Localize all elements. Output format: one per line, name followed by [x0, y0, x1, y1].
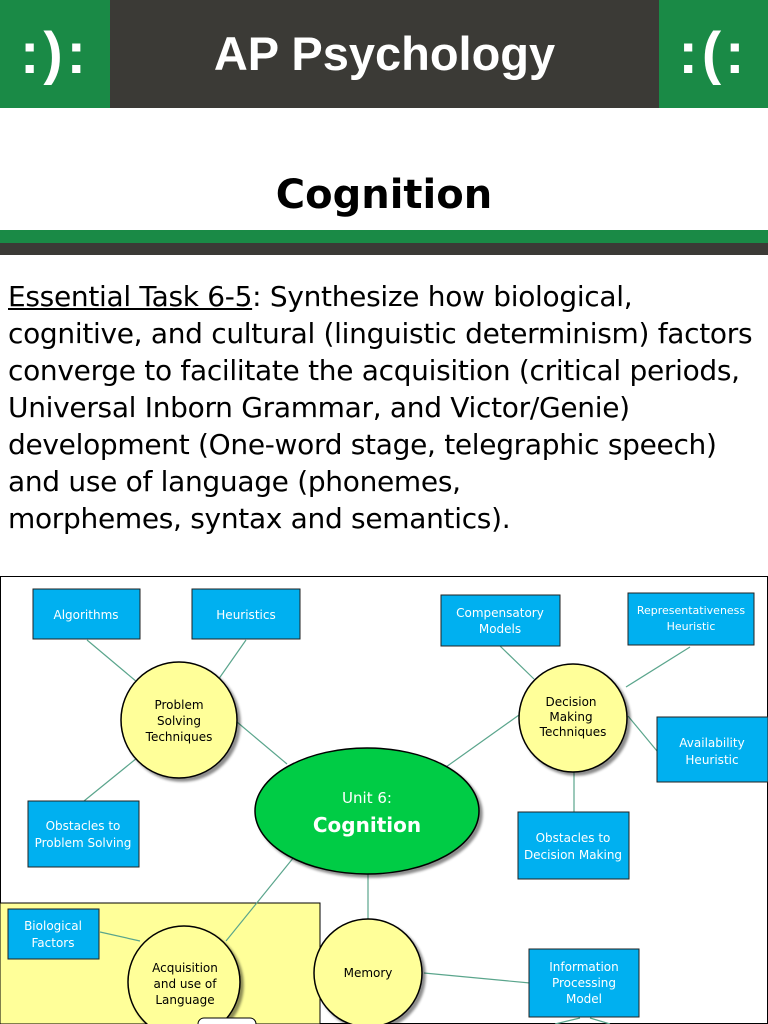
box-label: Algorithms	[53, 608, 118, 622]
essential-task: Essential Task 6-5: Synthesize how biolo…	[8, 278, 764, 537]
box-obstacles-decision-making: Obstacles to Decision Making	[517, 811, 630, 880]
circle-label: Acquisition	[152, 961, 218, 975]
box-algorithms: Algorithms	[32, 588, 141, 640]
box-label: Heuristics	[216, 608, 275, 622]
circle-label: Problem	[154, 698, 203, 712]
box-label: Heuristic	[667, 620, 716, 633]
circle-acquisition-language: Acquisition and use of Language	[127, 925, 241, 1024]
box-obstacles-problem-solving: Obstacles to Problem Solving	[27, 800, 140, 868]
task-line: morphemes, syntax and semantics).	[8, 502, 511, 535]
task-line: converge to facilitate the acquisition (…	[8, 354, 740, 387]
circle-label: Memory	[344, 966, 393, 980]
box-label: Representativeness	[637, 604, 746, 617]
circle-memory: Memory	[313, 918, 423, 1024]
box-label: Heuristic	[685, 753, 738, 767]
box-biological-factors: Biological Factors	[7, 908, 100, 960]
box-label: Obstacles to	[536, 831, 611, 845]
smiley-face-icon: :):	[0, 0, 110, 108]
task-line: development (One-word stage, telegraphic…	[8, 428, 717, 461]
task-line: Universal Inborn Grammar, and Victor/Gen…	[8, 391, 630, 424]
connector-lines	[83, 639, 691, 1024]
box-heuristics: Heuristics	[191, 588, 301, 640]
box-label: Availability	[679, 736, 744, 750]
circle-label: and use of	[153, 977, 217, 991]
circle-label: Solving	[157, 714, 201, 728]
box-availability-heuristic: Availability Heuristic	[656, 716, 768, 783]
circle-label: Techniques	[145, 730, 213, 744]
task-line: and use of language (phonemes,	[8, 465, 461, 498]
header-banner	[0, 0, 768, 108]
frowny-face-icon: :(:	[659, 0, 768, 108]
circle-label: Making	[549, 710, 592, 724]
task-line: Synthesize how biological,	[261, 280, 633, 313]
green-divider	[0, 230, 768, 243]
box-label: Processing	[552, 976, 616, 990]
course-title: AP Psychology	[213, 27, 556, 80]
box-label: Biological	[24, 919, 82, 933]
box-label: Factors	[32, 936, 75, 950]
center-label: Unit 6:	[342, 789, 392, 807]
circle-problem-solving: Problem Solving Techniques	[120, 661, 238, 779]
box-label: Problem Solving	[35, 836, 132, 850]
box-representativeness-heuristic: Representativeness Heuristic	[627, 592, 755, 646]
circle-label: Techniques	[539, 725, 607, 739]
circle-decision-making: Decision Making Techniques	[518, 663, 628, 773]
box-compensatory-models: Compensatory Models	[440, 594, 561, 647]
box-label: Obstacles to	[46, 819, 121, 833]
box-information-processing-model: Information Processing Model	[528, 948, 640, 1018]
gray-divider	[0, 243, 768, 255]
box-label: Information	[549, 960, 618, 974]
circle-label: Language	[155, 993, 214, 1007]
box-label: Compensatory	[456, 606, 544, 620]
box-label: Model	[566, 992, 602, 1006]
page-title: Cognition	[275, 172, 493, 218]
circle-label: Decision	[545, 695, 596, 709]
task-label: Essential Task 6-5	[8, 280, 253, 313]
partial-node	[197, 1017, 257, 1024]
task-line: cognitive, and cultural (linguistic dete…	[8, 317, 753, 350]
task-separator: :	[252, 280, 262, 313]
concept-map: Algorithms Heuristics Obstacles to Probl…	[0, 576, 768, 1024]
circle-center-cognition: Unit 6: Cognition	[254, 747, 480, 875]
center-title: Cognition	[313, 813, 421, 837]
box-label: Models	[479, 622, 521, 636]
box-label: Decision Making	[524, 848, 622, 862]
